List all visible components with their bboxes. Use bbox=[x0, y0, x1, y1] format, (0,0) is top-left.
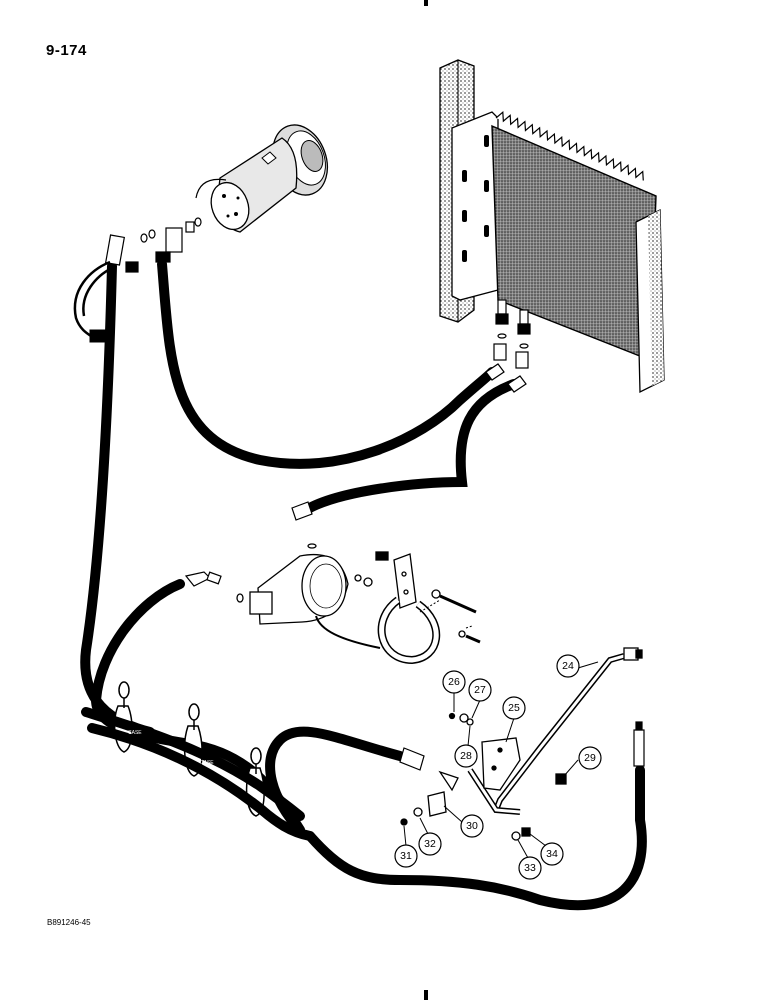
callout-31-label: 31 bbox=[400, 850, 412, 862]
tube-clip bbox=[427, 791, 447, 817]
hose-fittings bbox=[104, 234, 645, 771]
tube-bracket bbox=[481, 737, 521, 791]
callout-25: 25 bbox=[502, 696, 526, 720]
callout-28-label: 28 bbox=[460, 750, 472, 762]
condenser-outlet-fittings bbox=[495, 299, 531, 349]
callout-28: 28 bbox=[454, 744, 478, 768]
callout-24: 24 bbox=[556, 654, 580, 678]
callout-34: 34 bbox=[540, 842, 564, 866]
pressure-switch-harness bbox=[73, 260, 113, 343]
callout-27: 27 bbox=[468, 678, 492, 702]
drier-clamp-bracket bbox=[315, 551, 481, 665]
bottom-margin-mark bbox=[424, 990, 428, 1000]
ac-tube-assembly bbox=[400, 647, 643, 841]
callout-32-label: 32 bbox=[424, 838, 436, 850]
callouts: 24 25 26 27 28 29 30 31 bbox=[394, 654, 602, 880]
ac-tube bbox=[493, 653, 625, 812]
drawing-code: B891246-45 bbox=[47, 918, 91, 927]
callout-31: 31 bbox=[394, 844, 418, 868]
svg-text:CASE: CASE bbox=[200, 760, 214, 766]
callout-33-label: 33 bbox=[524, 862, 536, 874]
condenser-fins bbox=[495, 110, 644, 181]
callout-33: 33 bbox=[518, 856, 542, 880]
hoses bbox=[80, 259, 647, 911]
receiver-drier bbox=[236, 543, 349, 625]
discharge-hose bbox=[157, 259, 497, 469]
condenser-mount-bracket bbox=[451, 111, 499, 301]
condenser-core bbox=[491, 124, 657, 362]
compressor bbox=[195, 124, 329, 233]
callout-27-label: 27 bbox=[474, 684, 486, 696]
hose-bundle-labels: CASE CASE bbox=[128, 730, 214, 766]
svg-text:CASE: CASE bbox=[128, 730, 142, 736]
callout-25-label: 25 bbox=[508, 702, 520, 714]
callout-29-label: 29 bbox=[584, 752, 596, 764]
top-margin-mark bbox=[424, 0, 428, 6]
callout-24-label: 24 bbox=[562, 660, 574, 672]
callout-32: 32 bbox=[418, 832, 442, 856]
liquid-hose-condenser-to-drier bbox=[301, 379, 519, 515]
callout-30: 30 bbox=[460, 814, 484, 838]
page-number: 9-174 bbox=[46, 42, 87, 59]
compressor-manifold bbox=[140, 217, 202, 263]
tee-hose bbox=[265, 726, 405, 835]
callout-26-label: 26 bbox=[448, 676, 460, 688]
callout-29: 29 bbox=[578, 746, 602, 770]
condenser bbox=[439, 59, 665, 394]
callout-26: 26 bbox=[442, 670, 466, 694]
lower-return-hose bbox=[305, 765, 647, 911]
callout-30-label: 30 bbox=[466, 820, 478, 832]
callout-leaders bbox=[403, 599, 599, 859]
callout-34-label: 34 bbox=[546, 848, 558, 860]
hose-bundle bbox=[81, 707, 315, 841]
